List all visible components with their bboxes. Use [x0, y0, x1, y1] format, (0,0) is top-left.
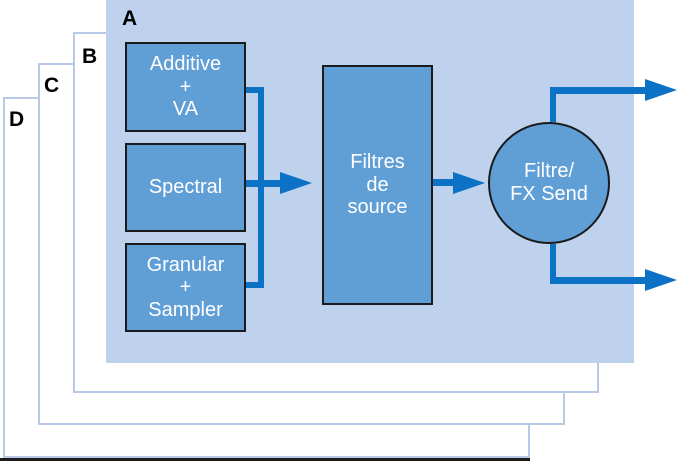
arrow-sources-to-filters-head [280, 172, 312, 194]
node-label-line: de [366, 173, 389, 196]
fx-bottom-output-arrowhead [645, 269, 677, 291]
source-filters-box: Filtres de source [322, 65, 433, 305]
node-label-line: source [347, 196, 408, 219]
source-box-granular-sampler: Granular + Sampler [125, 243, 246, 332]
node-label-line: Filtre/ [524, 160, 574, 183]
fx-bottom-output-run [550, 277, 645, 284]
node-label-line: Sampler [148, 298, 223, 321]
arrow-filters-to-fx-head [453, 172, 485, 194]
fx-top-output-arrowhead [645, 79, 677, 101]
node-label-line: Granular [146, 253, 225, 276]
connector-additive-to-bus [246, 87, 264, 93]
arrow-filters-to-fx-shaft [433, 179, 453, 186]
node-label-line: + [179, 276, 192, 299]
node-label-line: Filtres [350, 151, 405, 174]
filter-fx-send-circle: Filtre/ FX Send [488, 122, 610, 244]
layer-a-label: A [122, 7, 138, 30]
layer-d-label: D [9, 108, 25, 131]
source-box-spectral: Spectral [125, 143, 246, 232]
node-label-line: Additive [149, 53, 222, 76]
arrow-sources-to-filters-shaft [246, 180, 280, 187]
node-label-line: Spectral [148, 176, 223, 199]
fx-bottom-output-stem [550, 244, 556, 284]
layer-c-label: C [44, 74, 60, 97]
bottom-edge-line [0, 458, 530, 461]
node-label-line: FX Send [510, 183, 588, 205]
source-box-additive-va: Additive + VA [125, 42, 246, 132]
source-bus-line [258, 87, 264, 288]
node-label-line: + [179, 75, 192, 98]
node-label-line: VA [172, 98, 199, 121]
connector-granular-to-bus [246, 282, 264, 288]
fx-top-output-stem [550, 87, 556, 122]
fx-top-output-run [550, 87, 645, 94]
layer-b-label: B [82, 45, 98, 68]
